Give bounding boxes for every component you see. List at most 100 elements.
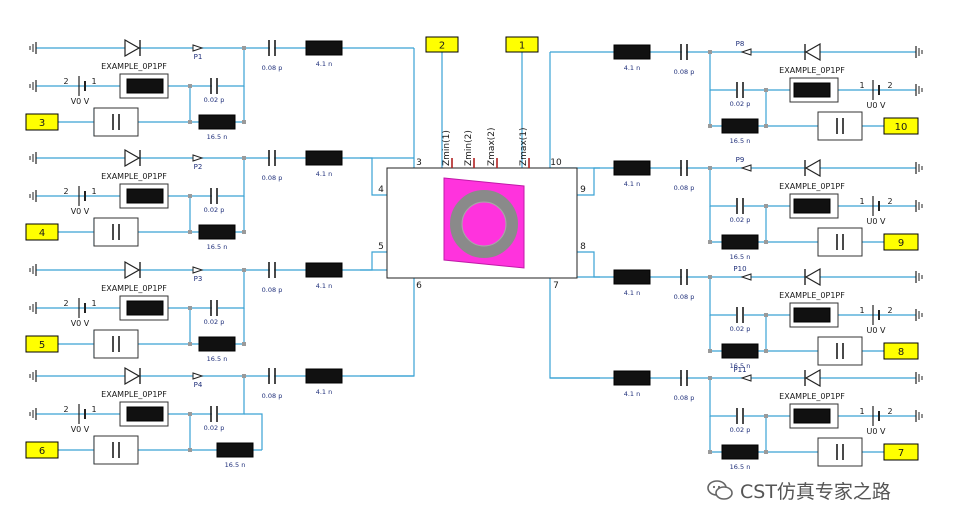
- label: 16.5 n: [207, 243, 228, 251]
- label: 2: [63, 77, 68, 86]
- port-7[interactable]: [883, 443, 919, 461]
- inductor[interactable]: [126, 300, 164, 316]
- capacitor-gap: [114, 224, 118, 240]
- port-3[interactable]: [25, 113, 59, 131]
- pin-label: 6: [416, 281, 422, 291]
- inductor[interactable]: [793, 307, 831, 323]
- capacitor[interactable]: [680, 269, 688, 285]
- inductor[interactable]: [793, 198, 831, 214]
- capacitor[interactable]: [736, 307, 744, 323]
- capacitor[interactable]: [268, 368, 276, 384]
- capacitor[interactable]: [680, 370, 688, 386]
- inductor[interactable]: [305, 368, 343, 384]
- inductor[interactable]: [721, 343, 759, 359]
- ground-symbol: [29, 408, 37, 420]
- inductor[interactable]: [613, 160, 651, 176]
- diode[interactable]: [804, 42, 821, 62]
- inductor[interactable]: [613, 269, 651, 285]
- voltage-source[interactable]: [78, 76, 86, 96]
- capacitor[interactable]: [836, 343, 844, 359]
- capacitor[interactable]: [210, 78, 218, 94]
- inductor[interactable]: [305, 40, 343, 56]
- inductor[interactable]: [126, 188, 164, 204]
- port-6[interactable]: [25, 441, 59, 459]
- inductor[interactable]: [721, 118, 759, 134]
- diode[interactable]: [804, 158, 821, 178]
- voltage-source[interactable]: [78, 298, 86, 318]
- inductor[interactable]: [216, 442, 254, 458]
- ground-symbol: [29, 80, 37, 92]
- capacitor[interactable]: [836, 234, 844, 250]
- junction-node: [188, 230, 192, 234]
- capacitor[interactable]: [736, 82, 744, 98]
- voltage-source[interactable]: [78, 404, 86, 424]
- capacitor[interactable]: [210, 300, 218, 316]
- label: U0 V: [867, 101, 886, 110]
- diode[interactable]: [124, 38, 141, 58]
- capacitor[interactable]: [736, 408, 744, 424]
- capacitor-gap: [682, 160, 686, 176]
- ground-symbol: [915, 309, 923, 321]
- voltage-source[interactable]: [872, 80, 880, 100]
- inductor[interactable]: [126, 78, 164, 94]
- label: 2: [63, 405, 68, 414]
- inductor[interactable]: [305, 262, 343, 278]
- diode[interactable]: [124, 260, 141, 280]
- label: EXAMPLE_0P1PF: [101, 62, 167, 71]
- capacitor[interactable]: [268, 40, 276, 56]
- capacitor[interactable]: [836, 118, 844, 134]
- capacitor[interactable]: [680, 160, 688, 176]
- inductor[interactable]: [793, 408, 831, 424]
- capacitor[interactable]: [210, 188, 218, 204]
- port-4[interactable]: [25, 223, 59, 241]
- capacitor-gap: [682, 44, 686, 60]
- capacitor-gap: [682, 370, 686, 386]
- junction-node: [764, 414, 768, 418]
- port-10[interactable]: [883, 117, 919, 135]
- inductor[interactable]: [721, 444, 759, 460]
- inductor[interactable]: [198, 336, 236, 352]
- capacitor[interactable]: [210, 406, 218, 422]
- capacitor-gap: [270, 150, 274, 166]
- capacitor[interactable]: [736, 198, 744, 214]
- pin-label: 5: [378, 242, 384, 252]
- capacitor[interactable]: [112, 114, 120, 130]
- capacitor[interactable]: [680, 44, 688, 60]
- label: 0.08 p: [674, 394, 695, 402]
- capacitor-gap: [838, 118, 842, 134]
- capacitor[interactable]: [268, 150, 276, 166]
- diode[interactable]: [124, 148, 141, 168]
- top-port-right[interactable]: [505, 36, 539, 53]
- wire: [549, 278, 600, 379]
- voltage-source[interactable]: [872, 196, 880, 216]
- inductor[interactable]: [793, 82, 831, 98]
- capacitor[interactable]: [836, 444, 844, 460]
- inductor[interactable]: [613, 44, 651, 60]
- inductor[interactable]: [198, 114, 236, 130]
- label: EXAMPLE_0P1PF: [779, 291, 845, 300]
- label: 0.08 p: [674, 293, 695, 301]
- diode[interactable]: [124, 366, 141, 386]
- top-port-left[interactable]: [425, 36, 459, 53]
- port-5[interactable]: [25, 335, 59, 353]
- inductor[interactable]: [721, 234, 759, 250]
- label: EXAMPLE_0P1PF: [101, 390, 167, 399]
- capacitor[interactable]: [112, 442, 120, 458]
- voltage-source[interactable]: [78, 186, 86, 206]
- diode[interactable]: [804, 368, 821, 388]
- inductor[interactable]: [126, 406, 164, 422]
- port-8[interactable]: [883, 342, 919, 360]
- capacitor[interactable]: [112, 224, 120, 240]
- wire: [218, 48, 245, 87]
- voltage-source[interactable]: [872, 406, 880, 426]
- inductor[interactable]: [613, 370, 651, 386]
- inductor[interactable]: [305, 150, 343, 166]
- diode[interactable]: [804, 267, 821, 287]
- ground-symbol: [29, 42, 37, 54]
- capacitor[interactable]: [112, 336, 120, 352]
- capacitor[interactable]: [268, 262, 276, 278]
- voltage-source[interactable]: [872, 305, 880, 325]
- port-9[interactable]: [883, 233, 919, 251]
- label: 2: [63, 299, 68, 308]
- inductor[interactable]: [198, 224, 236, 240]
